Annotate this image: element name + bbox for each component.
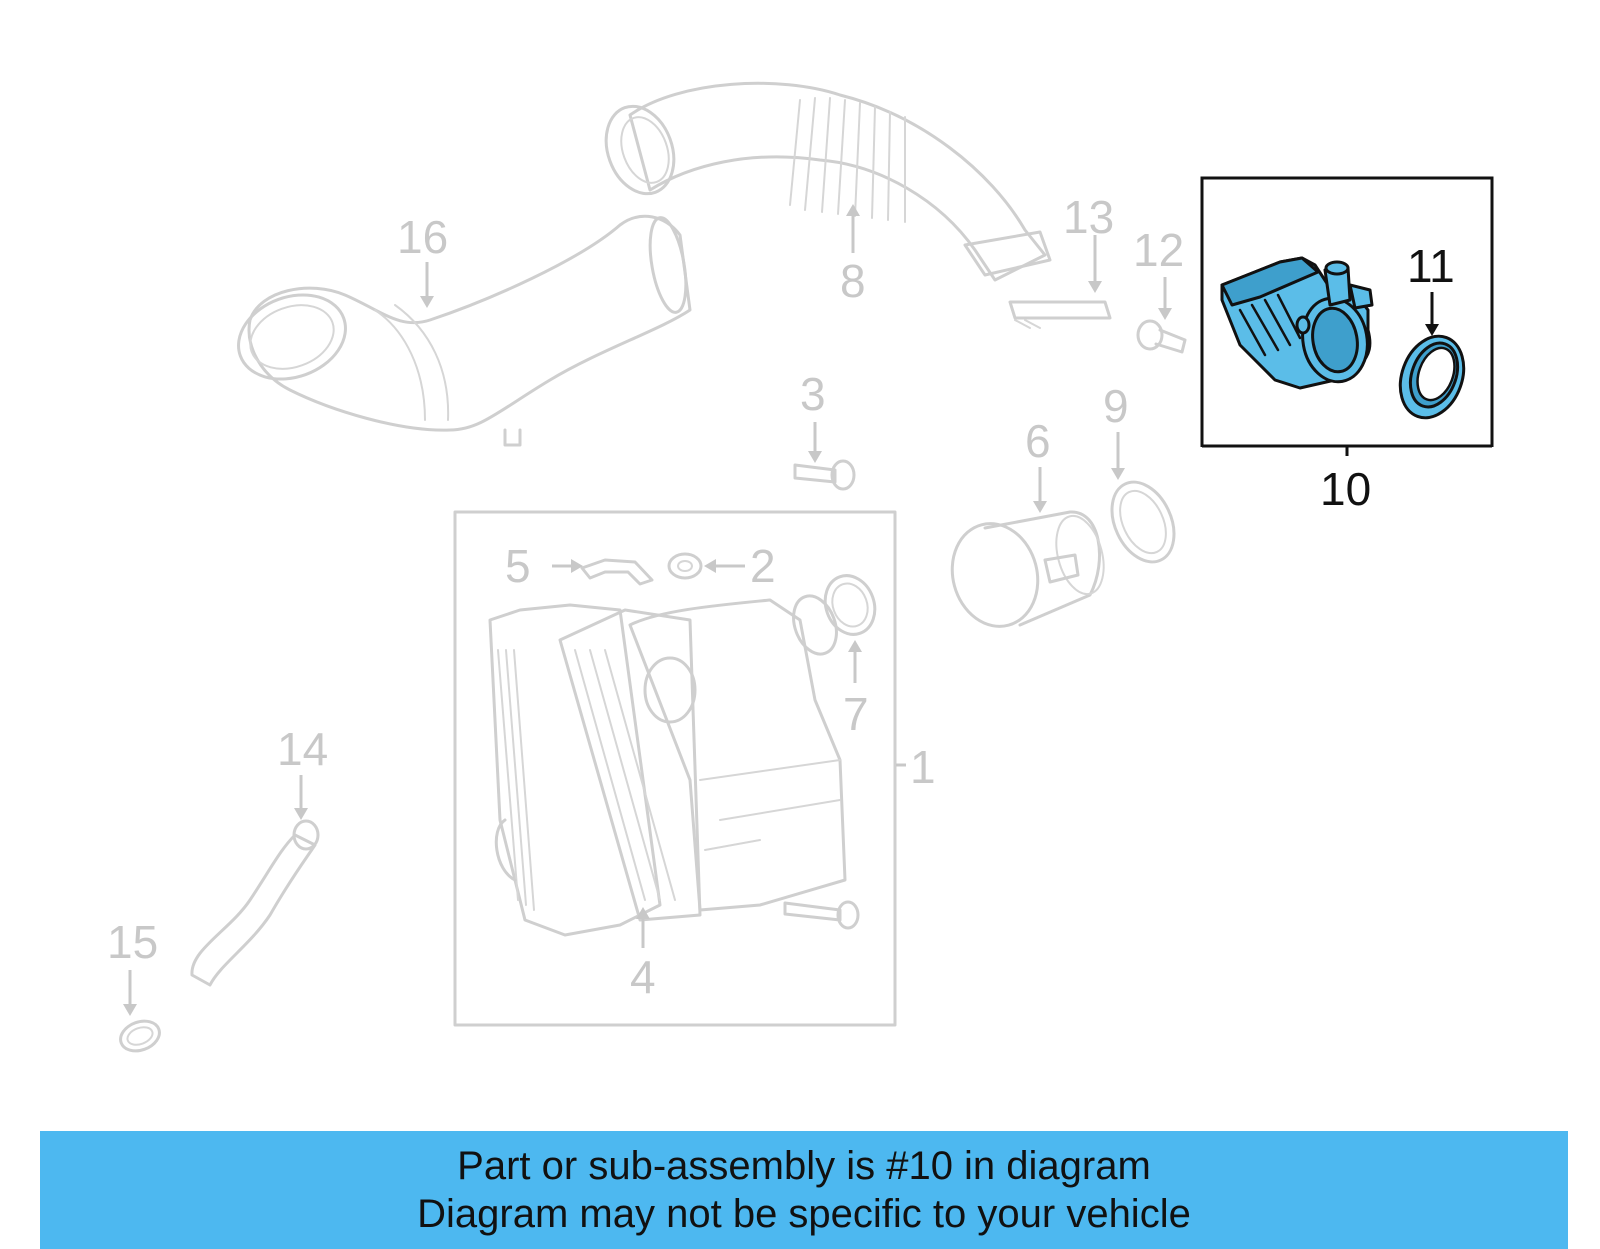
callout-13: 13	[1063, 191, 1114, 243]
part-12-bolt	[1136, 319, 1187, 354]
callout-12: 12	[1133, 224, 1184, 276]
part-15-clamp	[119, 1019, 161, 1053]
callout-1: 1	[910, 741, 936, 793]
part-11-seal-ring	[1398, 334, 1466, 420]
banner-line-disclaimer: Diagram may not be specific to your vehi…	[417, 1192, 1191, 1236]
part-1-mounting-bolt	[783, 900, 860, 930]
banner-line-part-number: Part or sub-assembly is #10 in diagram	[457, 1144, 1151, 1188]
info-banner: Part or sub-assembly is #10 in diagram D…	[40, 1131, 1568, 1249]
part-13-bracket	[1008, 300, 1112, 329]
callout-5: 5	[505, 540, 531, 592]
callout-4: 4	[630, 951, 656, 1003]
callout-10: 10	[1320, 463, 1371, 515]
part-16-intake-duct	[237, 214, 692, 447]
part-14-breather-hose	[190, 819, 320, 987]
part-2-grommet	[667, 552, 703, 580]
callout-16: 16	[397, 211, 448, 263]
callout-2: 2	[750, 540, 776, 592]
part-10-group-box	[1200, 176, 1494, 447]
part-9-clamp	[1110, 480, 1176, 564]
callout-11: 11	[1407, 240, 1455, 292]
callout-3: 3	[800, 368, 826, 420]
callout-9: 9	[1103, 380, 1129, 432]
callout-6: 6	[1025, 415, 1051, 467]
part-3-bolt	[793, 459, 856, 491]
part-5-bracket	[580, 558, 654, 586]
callout-14: 14	[277, 723, 328, 775]
callout-8: 8	[840, 255, 866, 307]
part-1-air-cleaner	[488, 594, 847, 937]
part-7-seal	[823, 574, 877, 636]
leader-lines	[123, 204, 1439, 1016]
callout-7: 7	[843, 688, 869, 740]
callout-15: 15	[107, 916, 158, 968]
part-10-intake-adapter	[1220, 256, 1374, 390]
part-8-intake-hose	[604, 81, 1052, 282]
part-1-group-box	[453, 510, 897, 1027]
part-6-maf-sensor	[950, 510, 1105, 628]
